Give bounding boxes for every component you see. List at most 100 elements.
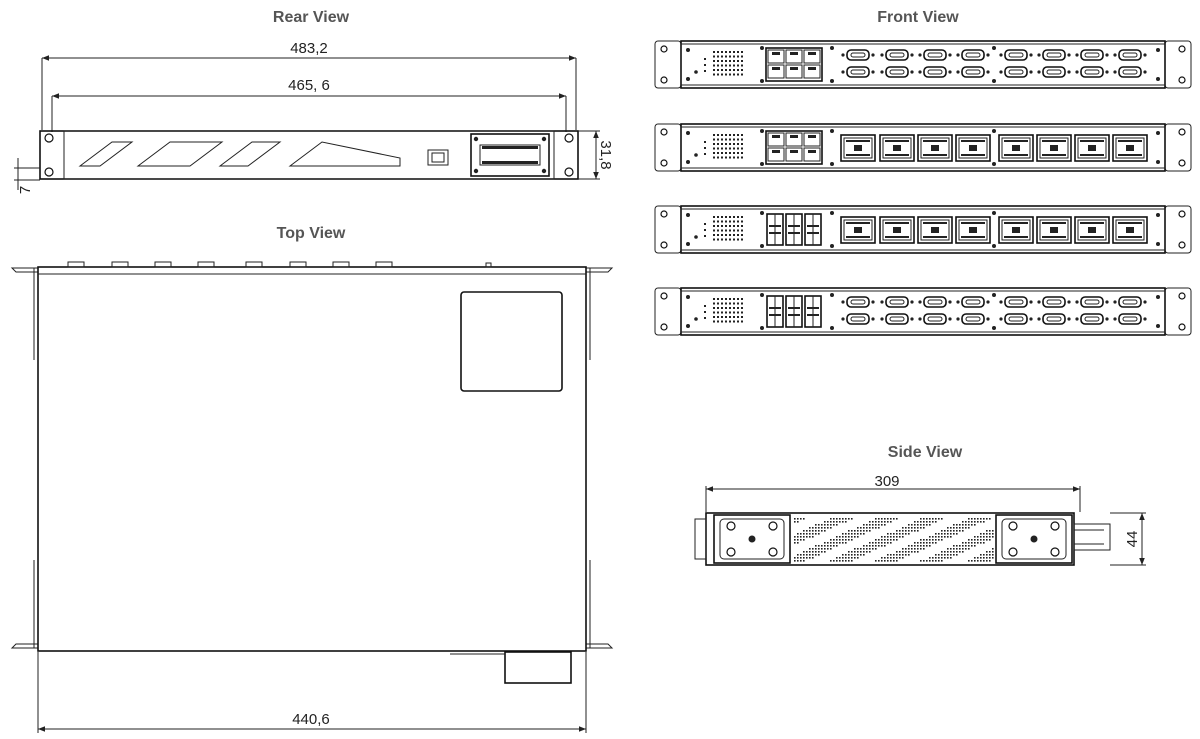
- vent-dot: [992, 554, 994, 556]
- vent-dot: [878, 527, 880, 529]
- vent-dot: [890, 539, 892, 541]
- vent-dot: [896, 551, 898, 553]
- vent-dot: [857, 533, 859, 535]
- vent-dot: [944, 533, 946, 535]
- vent-dot: [926, 539, 928, 541]
- vent-dot: [890, 521, 892, 523]
- vent-dot: [884, 518, 886, 520]
- vent-dot: [875, 527, 877, 529]
- vent-dot: [878, 545, 880, 547]
- rear-offset-label: 7: [17, 186, 34, 194]
- vent-dot: [962, 530, 964, 532]
- vent-dot: [893, 539, 895, 541]
- vent-dot: [839, 521, 841, 523]
- top-view: Top View: [10, 225, 614, 733]
- vent-dot: [914, 542, 916, 544]
- vent-dot: [821, 551, 823, 553]
- vent-dot: [929, 560, 931, 562]
- vent-dot: [986, 539, 988, 541]
- vent-dot: [860, 551, 862, 553]
- vent-dot: [905, 551, 907, 553]
- vent-dot: [983, 539, 985, 541]
- vent-dot: [938, 560, 940, 562]
- vent-dot: [797, 518, 799, 520]
- vent-dot: [953, 551, 955, 553]
- vent-dot: [887, 533, 889, 535]
- front-view: Front View: [654, 9, 1192, 336]
- vent-dot: [803, 554, 805, 556]
- vent-dot: [923, 521, 925, 523]
- side-chassis: [694, 512, 1111, 566]
- vent-dot: [803, 533, 805, 535]
- vent-dot: [881, 521, 883, 523]
- vent-dot: [869, 551, 871, 553]
- vent-dot: [845, 539, 847, 541]
- rear-view-title: Rear View: [273, 9, 350, 26]
- vent-dot: [845, 554, 847, 556]
- vent-dot: [986, 536, 988, 538]
- vent-dot: [800, 539, 802, 541]
- vent-dot: [803, 518, 805, 520]
- vent-dot: [803, 539, 805, 541]
- vent-dot: [896, 536, 898, 538]
- vent-dot: [857, 536, 859, 538]
- vent-dot: [962, 551, 964, 553]
- vent-dot: [917, 527, 919, 529]
- vent-dot: [821, 545, 823, 547]
- vent-dot: [923, 560, 925, 562]
- vent-dot: [950, 533, 952, 535]
- vent-dot: [890, 560, 892, 562]
- vent-dot: [836, 524, 838, 526]
- vent-dot: [905, 533, 907, 535]
- vent-dot: [881, 539, 883, 541]
- vent-dot: [872, 524, 874, 526]
- vent-dot: [986, 554, 988, 556]
- vent-dot: [830, 548, 832, 550]
- vent-dot: [854, 536, 856, 538]
- vent-dot: [860, 530, 862, 532]
- vent-dot: [899, 536, 901, 538]
- vent-dot: [983, 542, 985, 544]
- vent-dot: [809, 527, 811, 529]
- vent-dot: [887, 539, 889, 541]
- vent-dot: [965, 524, 967, 526]
- vent-dot: [884, 542, 886, 544]
- vent-dot: [983, 521, 985, 523]
- vent-dot: [980, 539, 982, 541]
- vent-dot: [929, 536, 931, 538]
- vent-dot: [929, 521, 931, 523]
- vent-dot: [947, 533, 949, 535]
- top-view-title: Top View: [277, 225, 346, 242]
- vent-dot: [797, 539, 799, 541]
- vent-dot: [794, 557, 796, 559]
- vent-dot: [827, 527, 829, 529]
- vent-dot: [905, 554, 907, 556]
- vent-dot: [818, 554, 820, 556]
- vent-dot: [938, 557, 940, 559]
- vent-dot: [926, 524, 928, 526]
- vent-dot: [845, 557, 847, 559]
- vent-dot: [818, 524, 820, 526]
- vent-dot: [938, 536, 940, 538]
- vent-dot: [914, 551, 916, 553]
- vent-dot: [935, 557, 937, 559]
- rear-height-label: 31,8: [597, 140, 614, 169]
- vent-dot: [923, 518, 925, 520]
- vent-dot: [989, 554, 991, 556]
- vent-dot: [920, 524, 922, 526]
- vent-dot: [896, 557, 898, 559]
- vent-dot: [986, 530, 988, 532]
- vent-dot: [917, 551, 919, 553]
- vent-dot: [980, 533, 982, 535]
- rear-height-dimension: 31,8: [578, 130, 614, 180]
- vent-dot: [866, 551, 868, 553]
- vent-dot: [926, 542, 928, 544]
- vent-dot: [953, 530, 955, 532]
- vent-dot: [968, 521, 970, 523]
- vent-dot: [854, 551, 856, 553]
- vent-dot: [884, 524, 886, 526]
- vent-dot: [941, 533, 943, 535]
- vent-dot: [812, 548, 814, 550]
- vent-dot: [944, 530, 946, 532]
- vent-dot: [851, 518, 853, 520]
